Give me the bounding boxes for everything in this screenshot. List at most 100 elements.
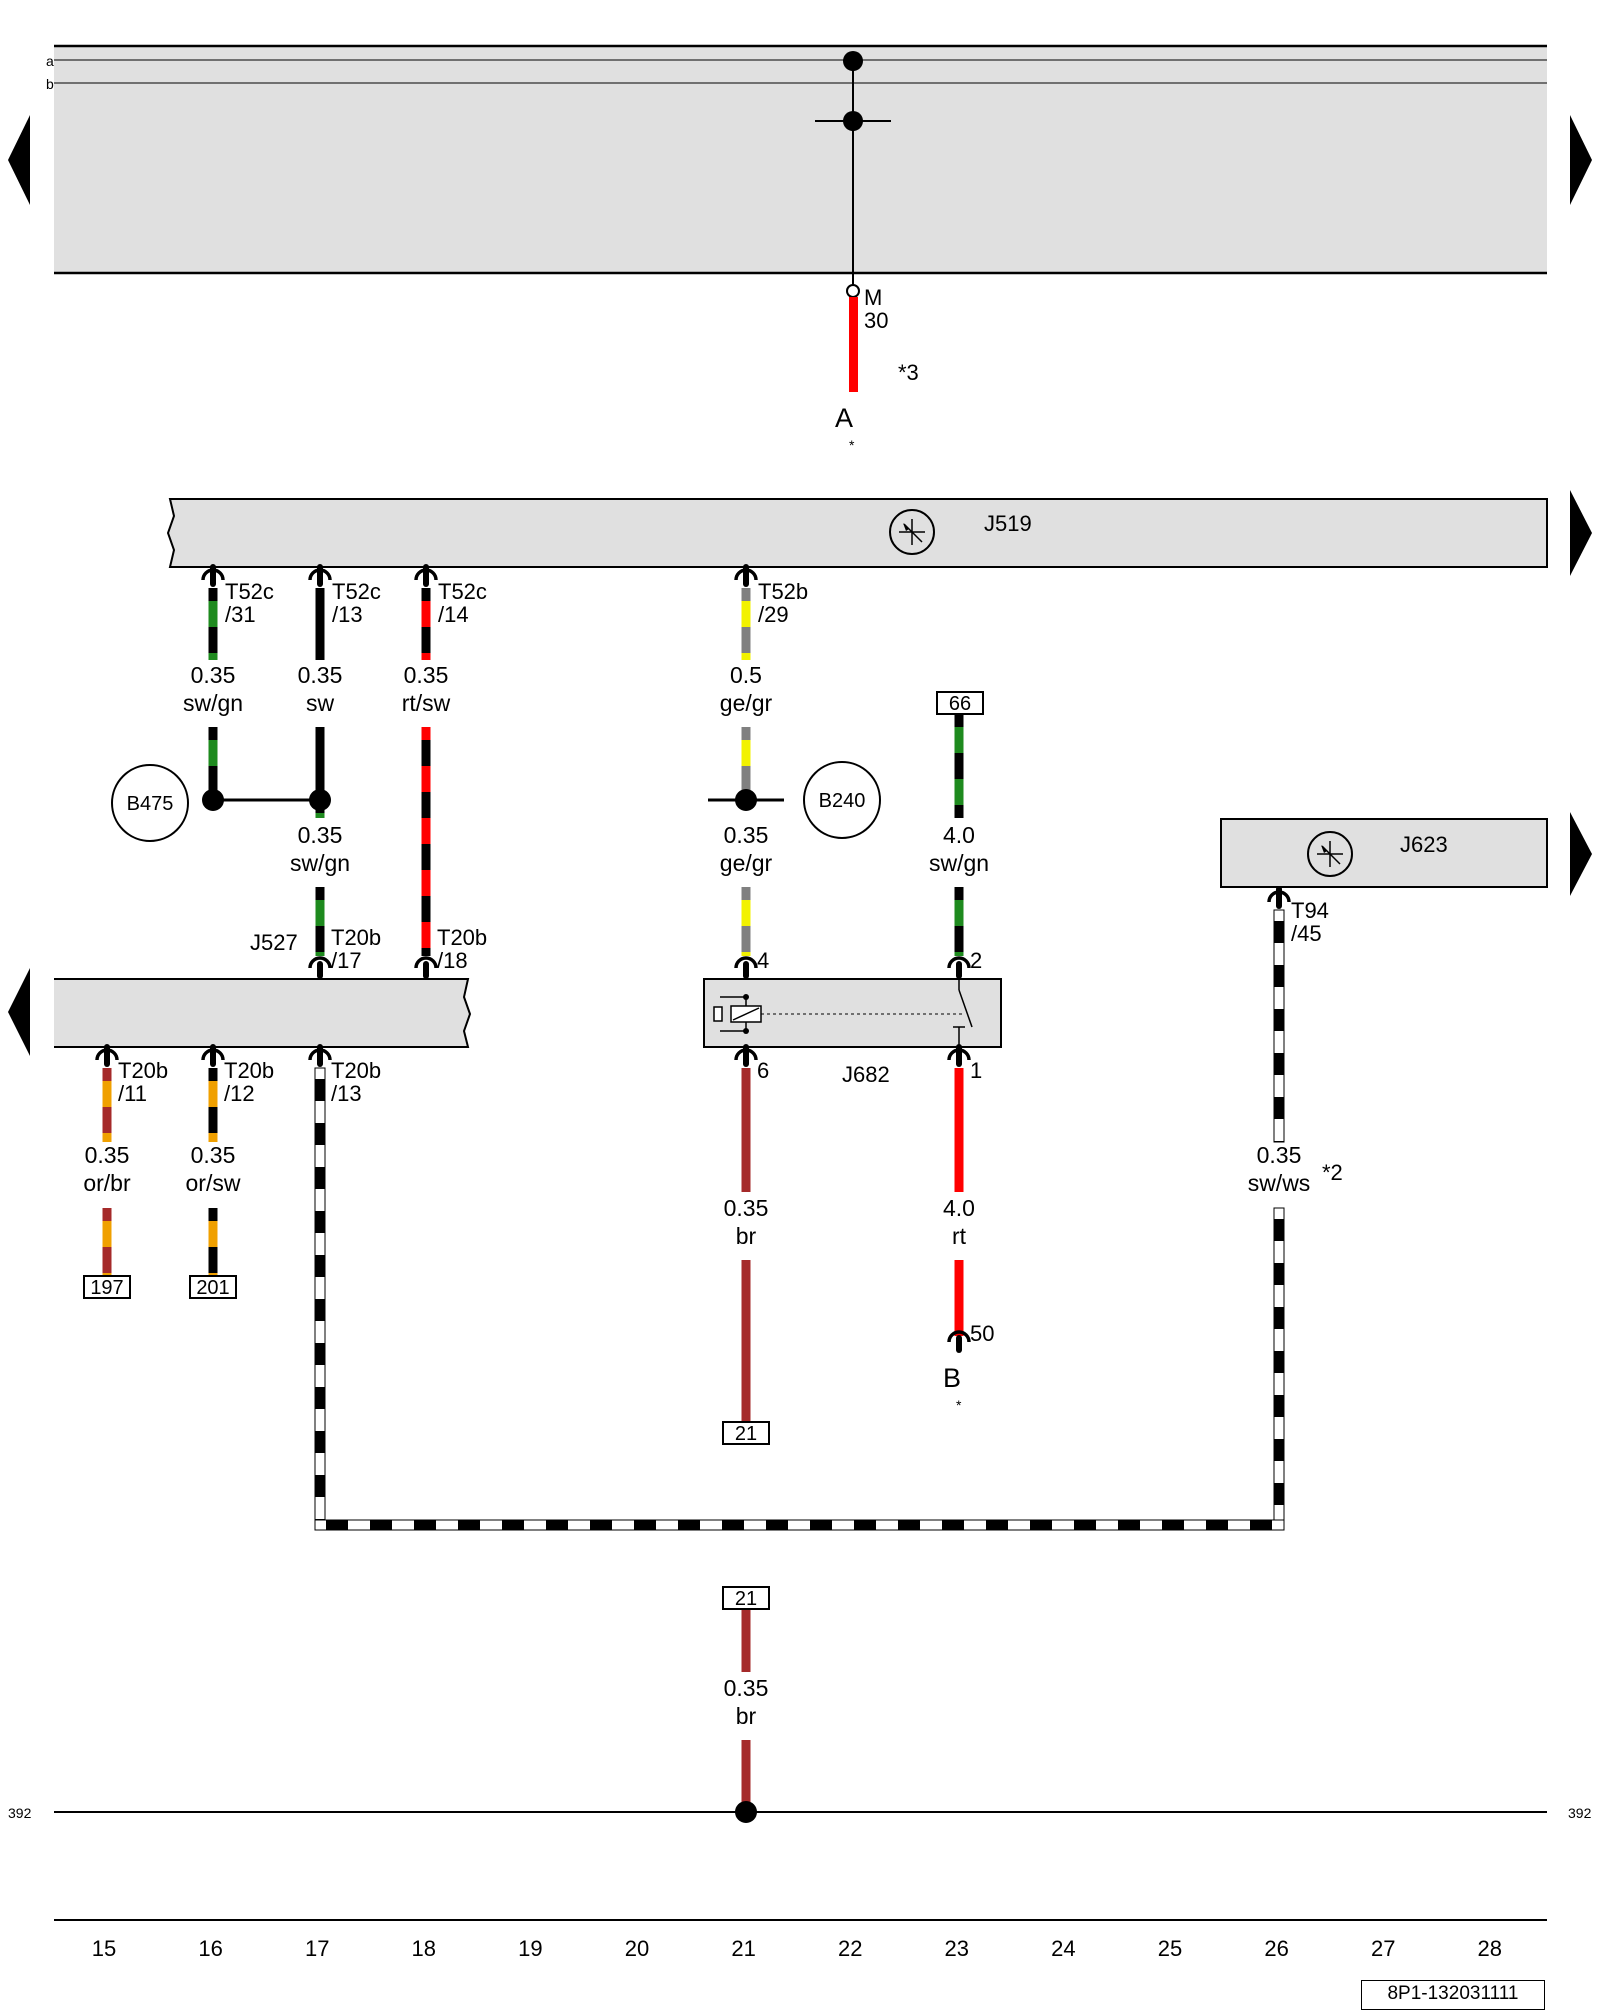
- wire-sw-ws-bottom-stripe: [634, 1520, 656, 1530]
- relay-pin-2-socket: [949, 958, 969, 976]
- wire-sw-ws-bottom-stripe: [898, 1520, 920, 1530]
- note-3: *3: [898, 360, 919, 385]
- splice-b475-node-1: [202, 789, 224, 811]
- wire-or-br-lower-stripe: [102, 1273, 112, 1276]
- wire-rt-size: 4.0: [943, 1195, 975, 1221]
- splice-b475: [111, 764, 189, 842]
- wire-ge-gr-2-color: ge/gr: [720, 850, 773, 876]
- connector-t52c-31-name: T52c: [225, 579, 274, 604]
- ref-box-201-label: 201: [196, 1277, 229, 1299]
- wire-sw-ws-bottom-stripe: [326, 1520, 348, 1530]
- nav-arrow-left-icon[interactable]: [8, 968, 30, 1056]
- wire-br-2-lower: [741, 1740, 751, 1812]
- wire-sw-ws-right-lower-stripe: [1274, 1307, 1284, 1329]
- module-j623-label: J623: [1400, 832, 1448, 857]
- wire-ge-gr-2-lower-stripe: [741, 900, 751, 926]
- wire-sw-lower: [315, 727, 325, 800]
- wire-sw-ws-left-stripe: [315, 1387, 325, 1409]
- ref-box-21-lower-label: 21: [735, 1588, 757, 1610]
- wire-sw-gn-3-upper-stripe: [954, 779, 964, 805]
- wire-sw-ws-bottom-stripe: [1074, 1520, 1096, 1530]
- splice-b240-label: B240: [819, 790, 866, 812]
- terminal-b-label: B: [943, 1363, 961, 1393]
- wire-br-1-upper: [741, 1068, 751, 1192]
- wire-sw-ws-bottom-stripe: [1030, 1520, 1052, 1530]
- wire-sw-ws-bottom-stripe: [414, 1520, 436, 1530]
- connector-t20b-13: [310, 1047, 330, 1064]
- connector-t52c-14: [416, 567, 436, 584]
- wire-rt-color: rt: [952, 1223, 967, 1249]
- wire-ge-gr-2-size: 0.35: [724, 822, 769, 848]
- nav-arrow-right-icon[interactable]: [1570, 812, 1592, 896]
- connector-t20b-18-name: T20b: [437, 925, 487, 950]
- wire-br-2-upper: [741, 1609, 751, 1672]
- column-number: 26: [1264, 1936, 1288, 1961]
- wire-sw-ws-right-upper-stripe: [1274, 921, 1284, 943]
- wire-or-sw-size: 0.35: [191, 1142, 236, 1168]
- connection-m-pin: 30: [864, 308, 888, 333]
- wire-sw-ws-right-lower-stripe: [1274, 1351, 1284, 1373]
- ref-box-197[interactable]: [83, 1275, 131, 1299]
- ground-ref-left: 392: [8, 1805, 32, 1821]
- nav-arrow-right-icon[interactable]: [1570, 115, 1592, 205]
- nav-arrow-left-icon[interactable]: [8, 115, 30, 205]
- terminal-m30: [846, 284, 860, 298]
- wire-sw-ws-left-stripe: [315, 1431, 325, 1453]
- connector-t20b-11-pin: /11: [118, 1081, 147, 1106]
- nav-arrow-right-icon[interactable]: [1570, 490, 1592, 576]
- module-j519-label: J519: [984, 511, 1032, 536]
- wire-sw-ws-bottom-stripe: [942, 1520, 964, 1530]
- wire-rt-sw-lower-stripe: [421, 896, 431, 922]
- module-j527: [54, 978, 472, 1048]
- wire-sw-ws-bottom-stripe: [1118, 1520, 1140, 1530]
- wire-sw-ws-bottom-stripe: [1250, 1520, 1272, 1530]
- wire-or-br-upper-stripe: [102, 1081, 112, 1107]
- relay-pin-1: 1: [970, 1058, 982, 1083]
- wire-rt-sw-lower-stripe: [421, 948, 431, 956]
- ref-box-21-upper-label: 21: [735, 1423, 757, 1445]
- wire-or-sw-lower-stripe: [208, 1221, 218, 1247]
- wire-sw-ws-left-stripe: [315, 1167, 325, 1189]
- wire-sw-ws-bottom-stripe: [458, 1520, 480, 1530]
- ground-node: [735, 1801, 757, 1823]
- wire-or-br-upper-stripe: [102, 1133, 112, 1142]
- terminal-a-label: A: [835, 403, 853, 433]
- column-number: 19: [518, 1936, 542, 1961]
- wire-rt-upper: [954, 1068, 964, 1192]
- wire-sw-ws-right-lower-stripe: [1274, 1263, 1284, 1285]
- wire-sw-ws-right-upper-stripe: [1274, 1009, 1284, 1031]
- note-2: *2: [1322, 1160, 1343, 1185]
- wire-rt-sw-size: 0.35: [404, 662, 449, 688]
- wire-or-br-lower-stripe: [102, 1221, 112, 1247]
- wire-rt-sw-lower-stripe: [421, 844, 431, 870]
- wire-sw-ws-bottom-stripe: [590, 1520, 612, 1530]
- column-number: 24: [1051, 1936, 1075, 1961]
- wire-layer: [102, 588, 1285, 1812]
- wire-or-sw-upper-stripe: [208, 1081, 218, 1107]
- wire-sw-ws-color: sw/ws: [1248, 1170, 1311, 1196]
- wire-sw-ws-left-stripe: [315, 1255, 325, 1277]
- wire-rt-sw-color: rt/sw: [402, 690, 451, 716]
- wire-or-br-color: or/br: [83, 1170, 131, 1196]
- relay-pin-4-socket: [736, 958, 756, 976]
- connector-t52c-13-name: T52c: [332, 579, 381, 604]
- connector-t52c-13: [310, 567, 330, 584]
- relay-j682-label: J682: [842, 1062, 890, 1087]
- wire-sw-ws-right-upper-stripe: [1274, 965, 1284, 987]
- wire-sw-ws-right-upper-stripe: [1274, 1097, 1284, 1119]
- connector-t52b-29: [736, 567, 756, 584]
- module-j527-label: J527: [250, 930, 298, 955]
- wire-sw-ws-bottom-stripe: [722, 1520, 744, 1530]
- splice-b475-node-2: [309, 789, 331, 811]
- ref-box-21-lower[interactable]: [722, 1586, 770, 1610]
- ref-box-201[interactable]: [189, 1275, 237, 1299]
- ref-box-21-upper[interactable]: [722, 1421, 770, 1445]
- column-number: 22: [838, 1936, 862, 1961]
- wire-rt-sw-upper-stripe: [421, 601, 431, 627]
- ref-box-66[interactable]: [936, 691, 984, 715]
- connector-t52b-29-pin: /29: [758, 602, 789, 627]
- bus-line-b-label: b: [46, 76, 54, 92]
- connector-t52c-14-name: T52c: [438, 579, 487, 604]
- connector-t20b-12-name: T20b: [224, 1058, 274, 1083]
